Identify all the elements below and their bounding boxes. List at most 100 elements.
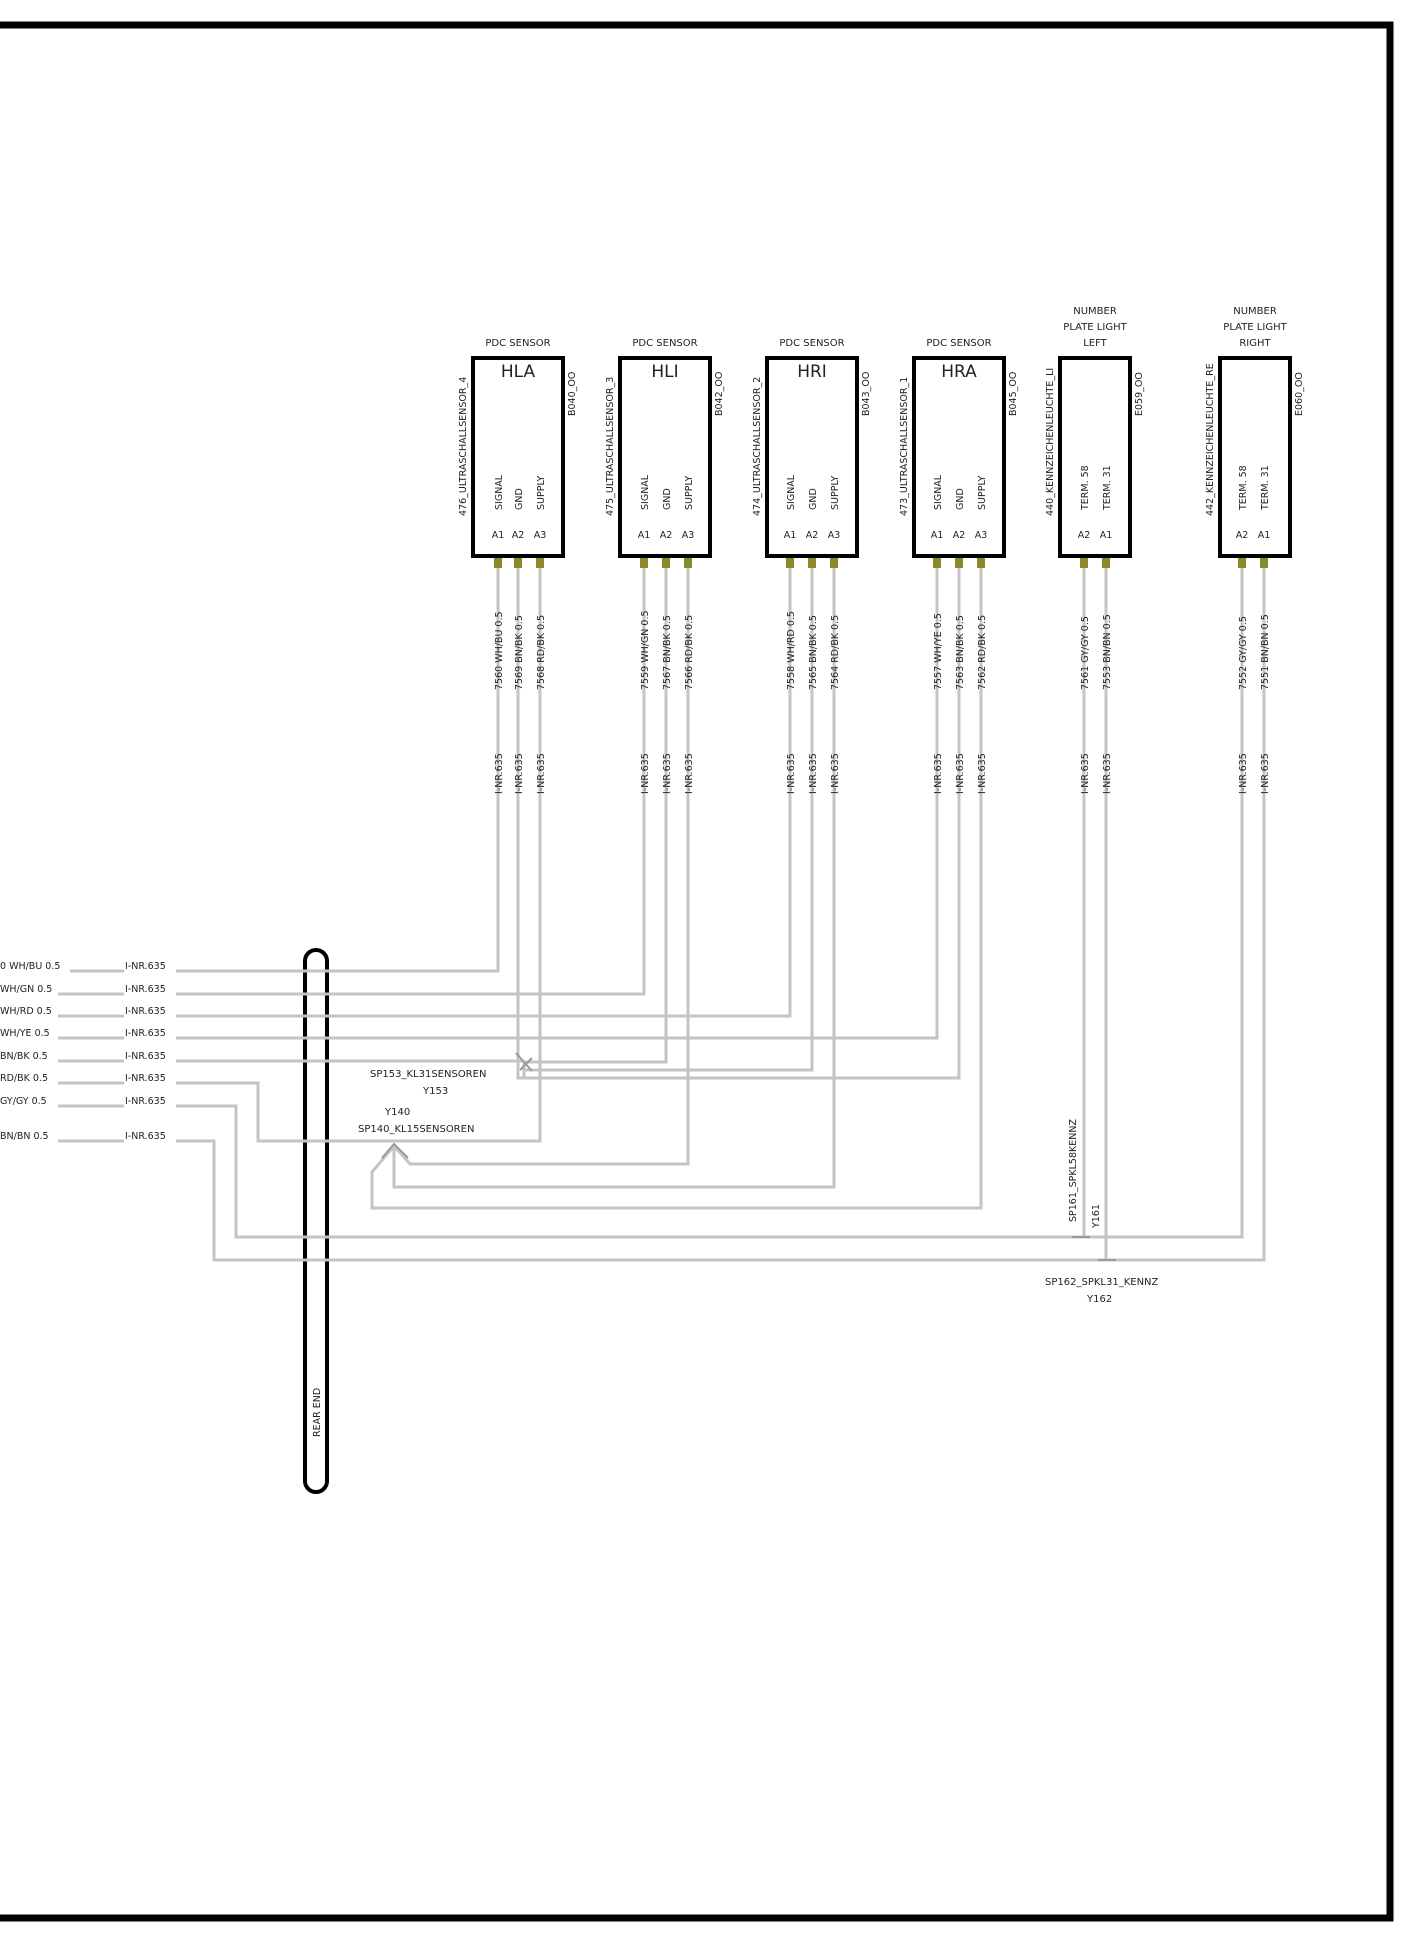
wire-supply-hra <box>370 568 983 1210</box>
wire-inr-label: I-NR.635 <box>640 753 651 794</box>
pin-function-label: GND <box>955 488 966 510</box>
splice-sp140-id: Y140 <box>384 1107 410 1118</box>
pin-function-label: GND <box>808 488 819 510</box>
wire-inr-label: I-NR.635 <box>662 753 673 794</box>
component-npl: NUMBER PLATE LIGHT LEFT 440_KENNZEICHENLEUC… <box>1045 306 1145 794</box>
pin-number-label: A3 <box>828 530 841 541</box>
component-side-label: 440_KENNZEICHENLEUCHTE_LI <box>1045 368 1056 516</box>
component-side-label: 476_ULTRASCHALLSENSOR_4 <box>458 377 469 516</box>
pin-function-label: TERM. 58 <box>1080 465 1091 511</box>
splice-sp162-id: Y162 <box>1086 1294 1112 1305</box>
pin-connector <box>1260 558 1268 568</box>
splice-sp140: Y140 SP140_KL15SENSOREN <box>358 1107 474 1159</box>
pin-function-label: TERM. 31 <box>1102 465 1113 511</box>
left-label-bg <box>0 1132 58 1144</box>
pin-number-label: A2 <box>512 530 525 541</box>
component-part-code: B040_OO <box>567 372 578 416</box>
component-box <box>912 356 1006 558</box>
wire-inr-label: I-NR.635 <box>684 753 695 794</box>
pin-function-label: SIGNAL <box>786 474 797 510</box>
component-box <box>471 356 565 558</box>
pin-number-label: A2 <box>660 530 673 541</box>
component-title: NUMBER <box>1073 306 1117 317</box>
splice-sp153-id: Y153 <box>422 1086 448 1097</box>
wire-supply-hla <box>0 568 542 1143</box>
left-wire-label: BN/BK 0.5 <box>0 1051 48 1062</box>
splice-sp140-name: SP140_KL15SENSOREN <box>358 1124 474 1135</box>
wire-id-label: 7560 WH/BU 0.5 <box>494 611 505 690</box>
left-label-bg <box>0 1074 58 1086</box>
wire-id-label: 7557 WH/YE 0.5 <box>933 613 944 690</box>
wire-term58-right <box>0 568 1244 1239</box>
component-part-code: B042_OO <box>714 372 725 416</box>
wire-hli-signal <box>0 568 646 996</box>
pin-number-label: A2 <box>806 530 819 541</box>
pin-number-label: A2 <box>1236 530 1249 541</box>
component-title: PDC SENSOR <box>632 338 697 349</box>
wire-inr-label: I-NR.635 <box>830 753 841 794</box>
pin-function-label: SUPPLY <box>684 476 695 510</box>
component-title: PLATE LIGHT <box>1063 322 1127 333</box>
splice-sp161-name: SP161_SPKL58KENNZ <box>1068 1119 1079 1222</box>
left-wire-inr: I-NR.635 <box>125 1028 166 1039</box>
component-side-label: 442_KENNZEICHENLEUCHTE_RE <box>1205 363 1216 516</box>
wire-hra-signal <box>0 568 939 1040</box>
component-side-label: 474_ULTRASCHALLSENSOR_2 <box>752 377 763 516</box>
component-title: PDC SENSOR <box>779 338 844 349</box>
splice-sp162: SP162_SPKL31_KENNZ Y162 <box>1045 1259 1159 1305</box>
wire-inr-label: I-NR.635 <box>1238 753 1249 794</box>
wire-id-label: 7564 RD/BK 0.5 <box>830 615 841 690</box>
pin-function-label: SIGNAL <box>933 474 944 510</box>
component-side-label: 475_ULTRASCHALLSENSOR_3 <box>605 377 616 516</box>
wire-supply-hli <box>392 568 690 1166</box>
component-title: RIGHT <box>1239 338 1271 349</box>
pin-function-label: TERM. 31 <box>1260 465 1271 511</box>
splice-sp153: SP153_KL31SENSOREN Y153 <box>370 1052 533 1097</box>
pin-number-label: A1 <box>492 530 505 541</box>
component-box <box>765 356 859 558</box>
wire-inr-label: I-NR.635 <box>514 753 525 794</box>
component-title: PDC SENSOR <box>926 338 991 349</box>
wire-id-label: 7567 BN/BK 0.5 <box>662 615 673 690</box>
pin-connector <box>1080 558 1088 568</box>
left-label-bg <box>0 985 58 997</box>
left-wire-inr: I-NR.635 <box>125 1051 166 1062</box>
harness-label: REAR END <box>312 1388 323 1437</box>
component-box <box>1058 356 1132 558</box>
left-label-bg <box>0 1029 58 1041</box>
component-title: LEFT <box>1083 338 1107 349</box>
page-frame <box>0 21 1394 1922</box>
left-wire-inr: I-NR.635 <box>125 1073 166 1084</box>
left-wire-label: BN/BN 0.5 <box>0 1131 49 1142</box>
pin-function-label: GND <box>514 488 525 510</box>
wire-inr-label: I-NR.635 <box>1260 753 1271 794</box>
pin-connector <box>830 558 838 568</box>
component-part-code: B045_OO <box>1008 372 1019 416</box>
wire-hri-signal <box>0 568 792 1018</box>
splice-sp161: SP161_SPKL58KENNZ Y161 <box>1068 1119 1102 1238</box>
splice-sp161-id: Y161 <box>1091 1204 1102 1229</box>
wire-id-label: 7565 BN/BK 0.5 <box>808 615 819 690</box>
left-wire-inr: I-NR.635 <box>125 984 166 995</box>
pin-connector <box>536 558 544 568</box>
pin-function-label: TERM. 58 <box>1238 465 1249 511</box>
pin-connector <box>1238 558 1246 568</box>
component-title: PLATE LIGHT <box>1223 322 1287 333</box>
rear-end-harness <box>303 948 329 1494</box>
wire-supply-hri <box>392 568 836 1189</box>
wire-inr-label: I-NR.635 <box>494 753 505 794</box>
left-wire-label: GY/GY 0.5 <box>0 1096 47 1107</box>
left-wire-label: RD/BK 0.5 <box>0 1073 48 1084</box>
component-code: HRI <box>797 362 827 382</box>
wire-inr-label: I-NR.635 <box>786 753 797 794</box>
wire-id-label: 7563 BN/BK 0.5 <box>955 615 966 690</box>
wire-gnd-hli <box>524 568 668 1064</box>
pin-function-label: GND <box>662 488 673 510</box>
pin-function-label: SIGNAL <box>640 474 651 510</box>
